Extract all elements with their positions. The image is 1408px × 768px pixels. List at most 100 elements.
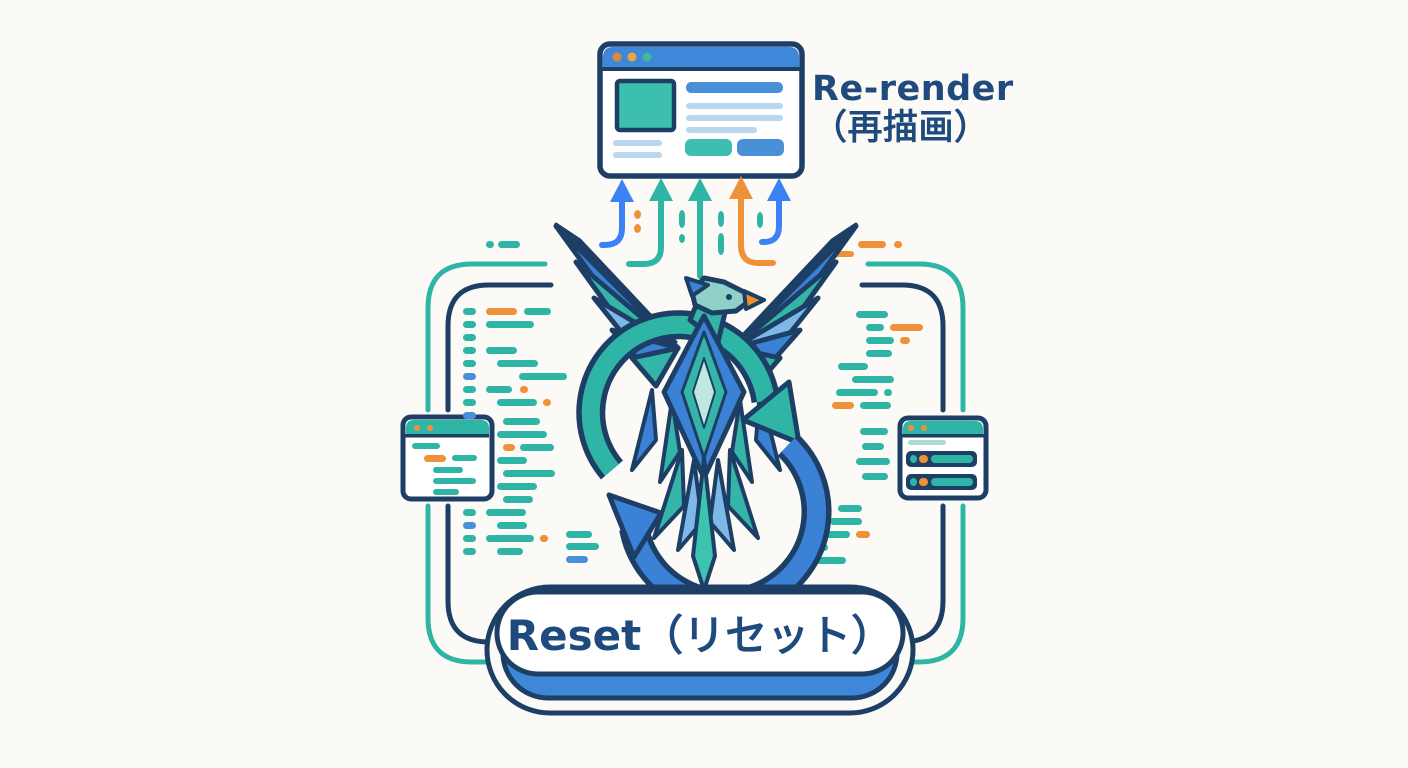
refresh-cycle-arrows-icon <box>576 310 802 480</box>
frame-navy-bottom-left <box>445 503 492 645</box>
up-arrow-icon <box>688 178 712 279</box>
code-line <box>424 455 446 462</box>
code-line <box>860 428 888 435</box>
code-line <box>838 505 862 512</box>
re-render-label-line1: Re-render <box>812 69 1014 109</box>
code-line <box>497 360 538 367</box>
frame-teal-bottom-left <box>425 503 495 665</box>
list-window-divider <box>902 434 984 438</box>
re-render-label: Re-render （再描画） <box>812 70 1014 147</box>
code-line <box>566 556 588 563</box>
code-line <box>463 321 476 328</box>
code-line <box>866 350 892 357</box>
code-window-divider <box>405 434 489 438</box>
browser-titlebar <box>603 47 799 69</box>
window-dot-icon <box>427 425 433 431</box>
code-line <box>919 455 928 463</box>
code-line <box>486 509 526 516</box>
window-dot-icon <box>908 425 914 431</box>
code-line <box>862 443 884 450</box>
frame-teal-top-left <box>425 261 548 413</box>
code-line <box>830 518 862 525</box>
code-line <box>503 470 555 477</box>
code-line <box>679 210 685 228</box>
code-line <box>884 389 892 396</box>
code-line <box>634 224 641 233</box>
browser-image-block <box>614 78 677 133</box>
window-dot-icon <box>612 52 622 62</box>
code-line <box>757 212 763 228</box>
code-line <box>520 444 554 451</box>
code-line <box>463 399 476 406</box>
frame-navy-top-left <box>445 282 554 413</box>
code-line <box>486 321 534 328</box>
code-line <box>524 308 551 315</box>
upward-flow-arrows-icon <box>599 176 791 279</box>
code-line <box>838 363 868 370</box>
code-line <box>486 386 512 393</box>
phoenix-bird-icon <box>553 224 856 619</box>
code-line <box>836 389 878 396</box>
code-line <box>497 431 547 438</box>
code-line <box>679 234 685 243</box>
code-line <box>718 211 724 227</box>
code-line <box>860 402 891 409</box>
code-line <box>686 127 757 133</box>
reset-button-label[interactable]: Reset（リセット） <box>506 610 894 660</box>
browser-teal-button <box>685 139 732 156</box>
code-line <box>463 386 476 393</box>
code-window-icon <box>400 414 495 502</box>
reset-button[interactable] <box>484 584 916 716</box>
code-line <box>858 241 886 248</box>
code-line <box>463 373 476 380</box>
code-line <box>862 473 888 480</box>
browser-titlebar-divider <box>602 67 800 71</box>
code-line <box>900 337 910 344</box>
frame-navy-top-right <box>859 282 946 413</box>
reset-button-face <box>494 589 906 677</box>
up-arrow-icon <box>626 178 673 267</box>
code-line <box>463 548 476 555</box>
code-line <box>412 443 440 449</box>
code-line <box>910 455 917 463</box>
code-line <box>463 509 476 516</box>
code-line <box>463 334 476 341</box>
frame-teal-bottom-right <box>909 503 966 665</box>
code-line <box>433 478 476 484</box>
code-line <box>832 402 854 409</box>
code-line <box>452 455 477 461</box>
code-line <box>463 308 476 315</box>
window-dot-icon <box>414 425 420 431</box>
code-line <box>497 548 523 555</box>
code-line <box>433 489 459 495</box>
code-line <box>463 412 476 419</box>
code-line <box>613 140 662 146</box>
code-line <box>463 535 476 542</box>
code-line <box>486 347 517 354</box>
code-line <box>566 531 592 538</box>
code-line <box>890 324 923 331</box>
code-line <box>931 455 973 463</box>
frame-teal-top-right <box>865 261 966 413</box>
window-dot-icon <box>921 425 927 431</box>
code-line <box>498 241 520 248</box>
code-line <box>908 440 946 445</box>
code-line <box>856 311 888 318</box>
browser-heading-bar <box>686 82 783 93</box>
code-line <box>503 444 515 451</box>
code-line <box>931 478 973 486</box>
re-render-label-line2: （再描画） <box>812 107 990 148</box>
code-line <box>520 386 528 393</box>
window-dot-icon <box>642 52 652 62</box>
code-line <box>497 522 527 529</box>
up-arrow-icon <box>729 176 776 266</box>
code-line <box>463 522 476 529</box>
code-line <box>543 399 551 406</box>
code-dashes <box>412 103 973 564</box>
code-line <box>686 103 783 109</box>
code-line <box>463 360 476 367</box>
frame-border <box>425 261 966 665</box>
code-line <box>686 115 783 121</box>
